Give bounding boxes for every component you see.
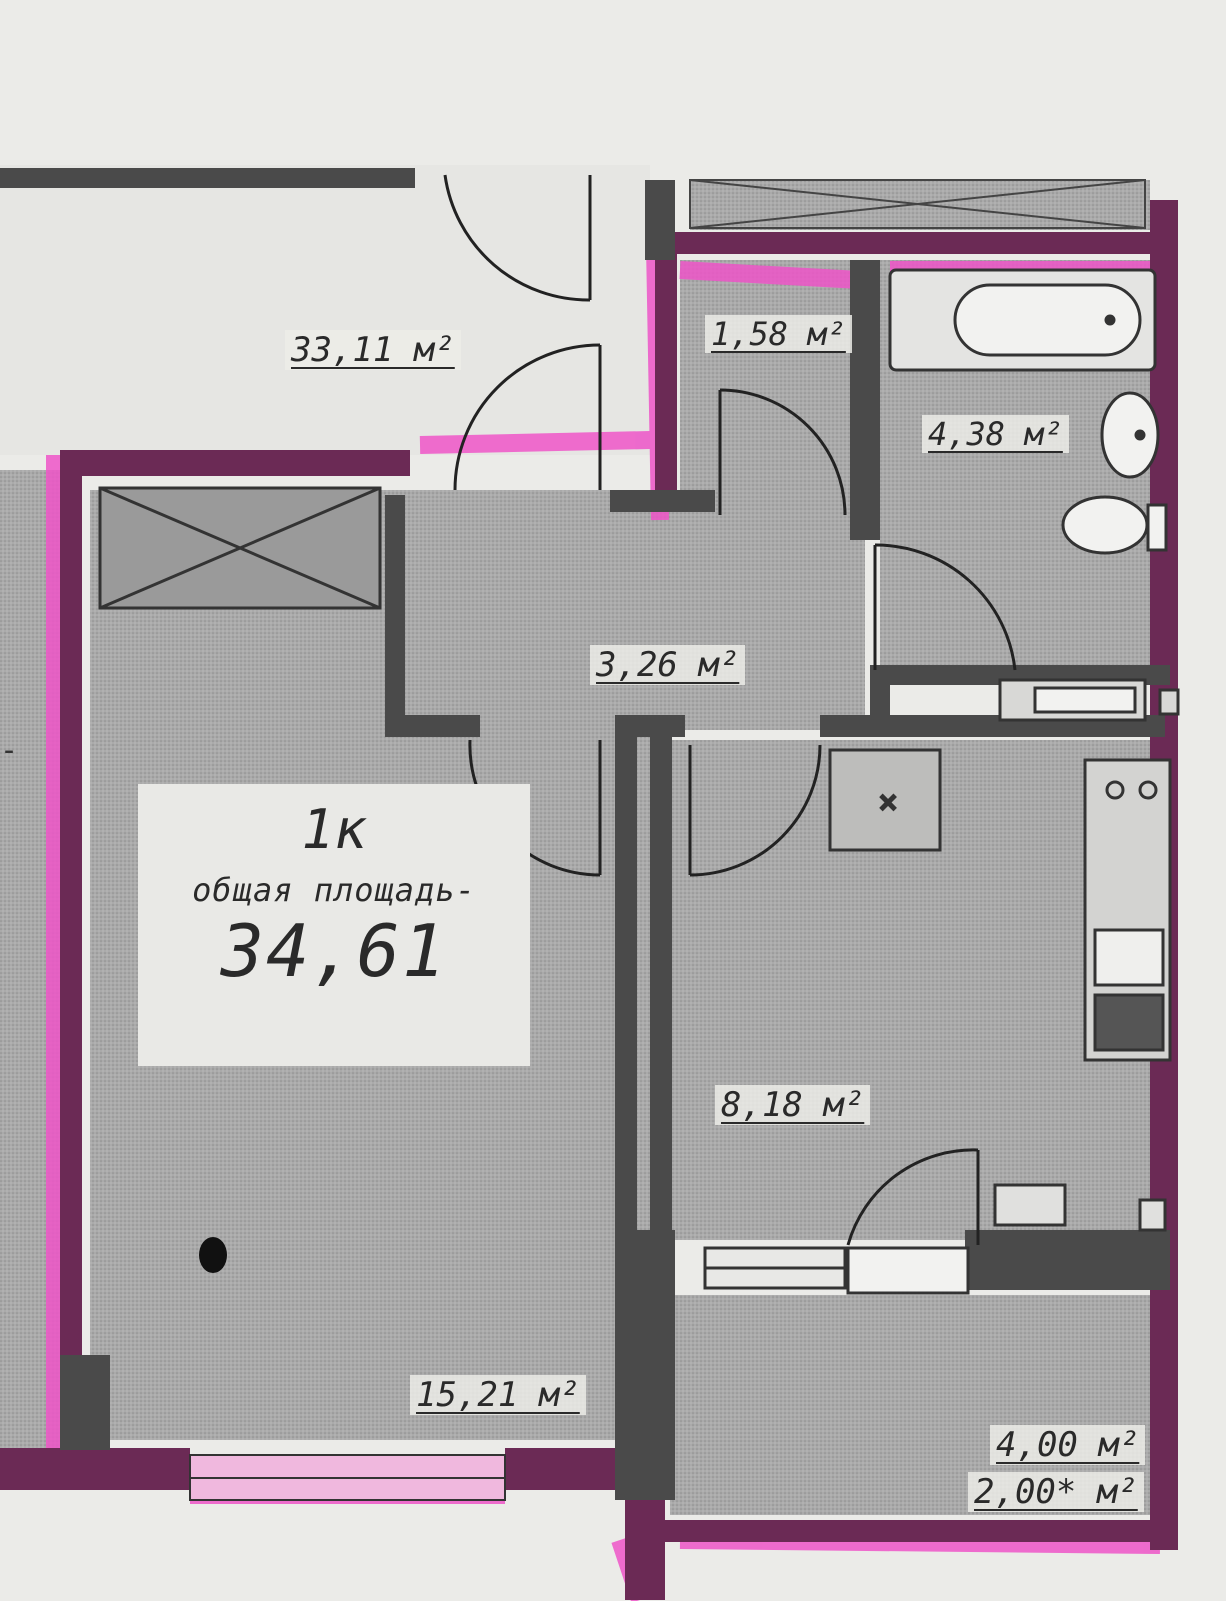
bathtub: [888, 268, 1157, 372]
walls: [0, 168, 1170, 1500]
total-area-caption: общая площадь-: [192, 871, 476, 909]
toilet-floor: [680, 260, 860, 520]
balcony-door: [703, 1246, 970, 1295]
ventilation-shaft: [98, 486, 382, 610]
kitchen-box: ×: [828, 748, 942, 852]
area-label-kitchen: 8,18 м²: [715, 1085, 871, 1125]
area-label-toilet: 1,58 м²: [705, 315, 852, 353]
neighbour-fragment: -: [0, 733, 18, 768]
area-label-hallway: 3,26 м²: [590, 645, 746, 685]
area-label-balcony-reduced: 2,00* м²: [968, 1472, 1144, 1512]
area-label-living-room: 15,21 м²: [410, 1375, 586, 1415]
apartment-code: 1к: [301, 798, 367, 861]
svg-text:×: ×: [878, 788, 898, 816]
radiator: [993, 1183, 1167, 1232]
toilet-bowl: [1061, 495, 1168, 555]
total-area-value: 34,61: [220, 909, 448, 993]
corridor-hatch: [689, 179, 1146, 229]
ink-spot: [199, 1237, 227, 1273]
hallway-floor: [395, 500, 865, 730]
apartment-info-box: 1к общая площадь- 34,61: [138, 784, 530, 1066]
area-label-balcony: 4,00 м²: [990, 1425, 1146, 1465]
area-label-common: 33,11 м²: [285, 330, 461, 370]
sink: [1100, 391, 1160, 479]
area-label-bathroom: 4,38 м²: [922, 415, 1069, 453]
kitchen-counter: [1083, 758, 1172, 1062]
bath-counter: [998, 678, 1180, 722]
common-area-floor: [0, 165, 650, 455]
living-window: [189, 1454, 506, 1501]
